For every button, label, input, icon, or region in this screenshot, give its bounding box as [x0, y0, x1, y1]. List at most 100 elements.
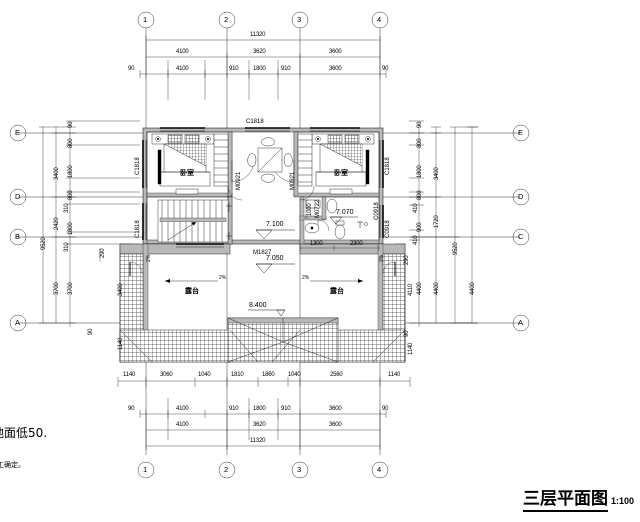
door-tag-m0921-left: M0921 — [236, 171, 242, 190]
dim-right-b6: 410 — [413, 235, 419, 245]
dim-left-overall: 9520 — [41, 237, 47, 250]
axis-label-bottom-2: 2 — [224, 465, 229, 474]
dim-left-b3: 800 — [68, 190, 74, 200]
axis-label-left-E: E — [15, 128, 21, 137]
elevation-8400: 8.400 — [249, 302, 267, 309]
dimension-chain-top — [139, 36, 387, 78]
dim-left-b4: 310 — [64, 203, 70, 213]
window-tag-c0918-inner: C0918 — [374, 202, 380, 220]
dim-bottom-a1: 4100 — [176, 422, 189, 428]
note-line-1: 地面低50. — [0, 426, 48, 440]
axis-label-top-1: 1 — [143, 15, 148, 24]
window-tag-c1818-left-upper: C1818 — [135, 157, 141, 175]
dim-terrace-4: 1810 — [231, 372, 244, 378]
dim-right-1140: 1140 — [408, 342, 414, 355]
axis-label-right-D: D — [518, 192, 524, 201]
drawing-scale: 1:100 — [610, 496, 634, 506]
axis-label-top-3: 3 — [297, 15, 302, 24]
axis-bubbles-bottom — [137, 461, 389, 479]
door-tag-m0921-right: M0921 — [290, 171, 296, 190]
dim-top-a1: 4100 — [176, 49, 189, 55]
furniture-bedroom-right — [297, 133, 375, 195]
dim-right-4110: 4110 — [408, 283, 414, 296]
axis-label-right-E: E — [518, 128, 524, 137]
dim-left-b5: 1800 — [68, 222, 74, 235]
dim-terrace-2: 3060 — [160, 372, 173, 378]
room-label-terrace-right: 露台 — [330, 287, 344, 295]
dim-terrace-1: 1140 — [123, 372, 136, 378]
dim-right-b3: 800 — [417, 190, 423, 200]
dim-top-a2: 3620 — [253, 49, 266, 55]
dim-left-extra-90: 90 — [88, 328, 94, 335]
dim-left-a1: 3400 — [54, 167, 60, 180]
axis-label-left-A: A — [15, 318, 21, 327]
axis-label-top-4: 4 — [377, 15, 382, 24]
dim-terrace-5: 1860 — [262, 372, 275, 378]
dim-right-b1: 800 — [417, 138, 423, 148]
dim-interior-1000: 1000 — [307, 203, 313, 216]
doors — [129, 159, 396, 276]
door-tag-m1827: M1827 — [253, 250, 272, 256]
dim-top-b0: 90 — [128, 66, 135, 72]
window-tag-c1818-left-lower: C1818 — [135, 220, 141, 238]
dim-left-b1: 800 — [68, 138, 74, 148]
axis-label-right-A: A — [518, 318, 524, 327]
dim-left-b0: 90 — [68, 121, 74, 128]
dim-left-a3: 3700 — [54, 282, 60, 295]
dim-right-a1: 3400 — [434, 167, 440, 180]
dim-left-extra-290: 290 — [100, 248, 106, 258]
dim-left-1140-inner: 1140 — [118, 337, 124, 350]
dim-bottom-overall: 11320 — [250, 438, 266, 444]
dim-right-extra-90: 90 — [404, 330, 410, 337]
dim-top-b6: 90 — [382, 66, 389, 72]
dim-bottom-b1: 4100 — [176, 406, 189, 412]
dim-bottom-b0: 90 — [128, 406, 135, 412]
room-label-bedroom-right: 卧室 — [334, 169, 348, 177]
dim-right-a2: 1720 — [434, 215, 440, 228]
dim-left-b2: 1800 — [68, 165, 74, 178]
dim-top-overall: 11320 — [250, 32, 266, 38]
dim-left-b7: 3700 — [68, 282, 74, 295]
dim-top-b3: 1800 — [253, 66, 266, 72]
axis-label-bottom-3: 3 — [297, 465, 302, 474]
dim-right-b0: 90 — [417, 121, 423, 128]
dim-right-a3: 4400 — [434, 282, 440, 295]
dim-terrace-7: 2560 — [330, 372, 343, 378]
dim-right-extra-290: 290 — [404, 255, 410, 265]
axis-label-left-D: D — [15, 192, 21, 201]
windows — [142, 127, 384, 240]
axis-label-top-2: 2 — [224, 15, 229, 24]
axis-bubbles-left — [9, 124, 27, 332]
dim-bottom-b6: 90 — [382, 406, 389, 412]
dim-right-b5: 900 — [417, 222, 423, 232]
slope-label-2: 2% — [302, 275, 310, 281]
elevation-7070: 7.070 — [336, 209, 354, 216]
dim-interior-1300: 1300 — [310, 241, 323, 247]
dim-right-overall: 9520 — [453, 242, 459, 255]
dim-bottom-b4: 910 — [281, 406, 291, 412]
dim-right-b4: 410 — [413, 203, 419, 213]
hatched-roof-areas — [119, 253, 406, 363]
slope-arrows — [165, 279, 363, 283]
axis-label-left-B: B — [15, 232, 21, 241]
dim-terrace-6: 1040 — [288, 372, 301, 378]
bathroom-fixtures — [304, 198, 368, 240]
dimension-chain-right — [409, 120, 478, 327]
dim-right-b7: 4400 — [417, 282, 423, 295]
slope-label-4: 2% — [379, 254, 385, 262]
dim-terrace-3: 1040 — [198, 372, 211, 378]
axis-label-bottom-4: 4 — [377, 465, 382, 474]
window-tag-c1818-right: C1818 — [385, 157, 391, 175]
door-tag-m0722: M0722 — [315, 199, 321, 218]
interior-dimensions — [299, 199, 380, 251]
furniture-central-table — [247, 137, 293, 183]
slope-label-3: 2% — [146, 254, 152, 262]
axis-bubbles-right — [512, 124, 530, 332]
dim-bottom-b5: 3600 — [329, 406, 342, 412]
axis-label-bottom-1: 1 — [143, 465, 148, 474]
dim-right-extra-4400: 4400 — [470, 282, 476, 295]
stairs — [157, 199, 232, 243]
dim-bottom-b2: 910 — [229, 406, 239, 412]
